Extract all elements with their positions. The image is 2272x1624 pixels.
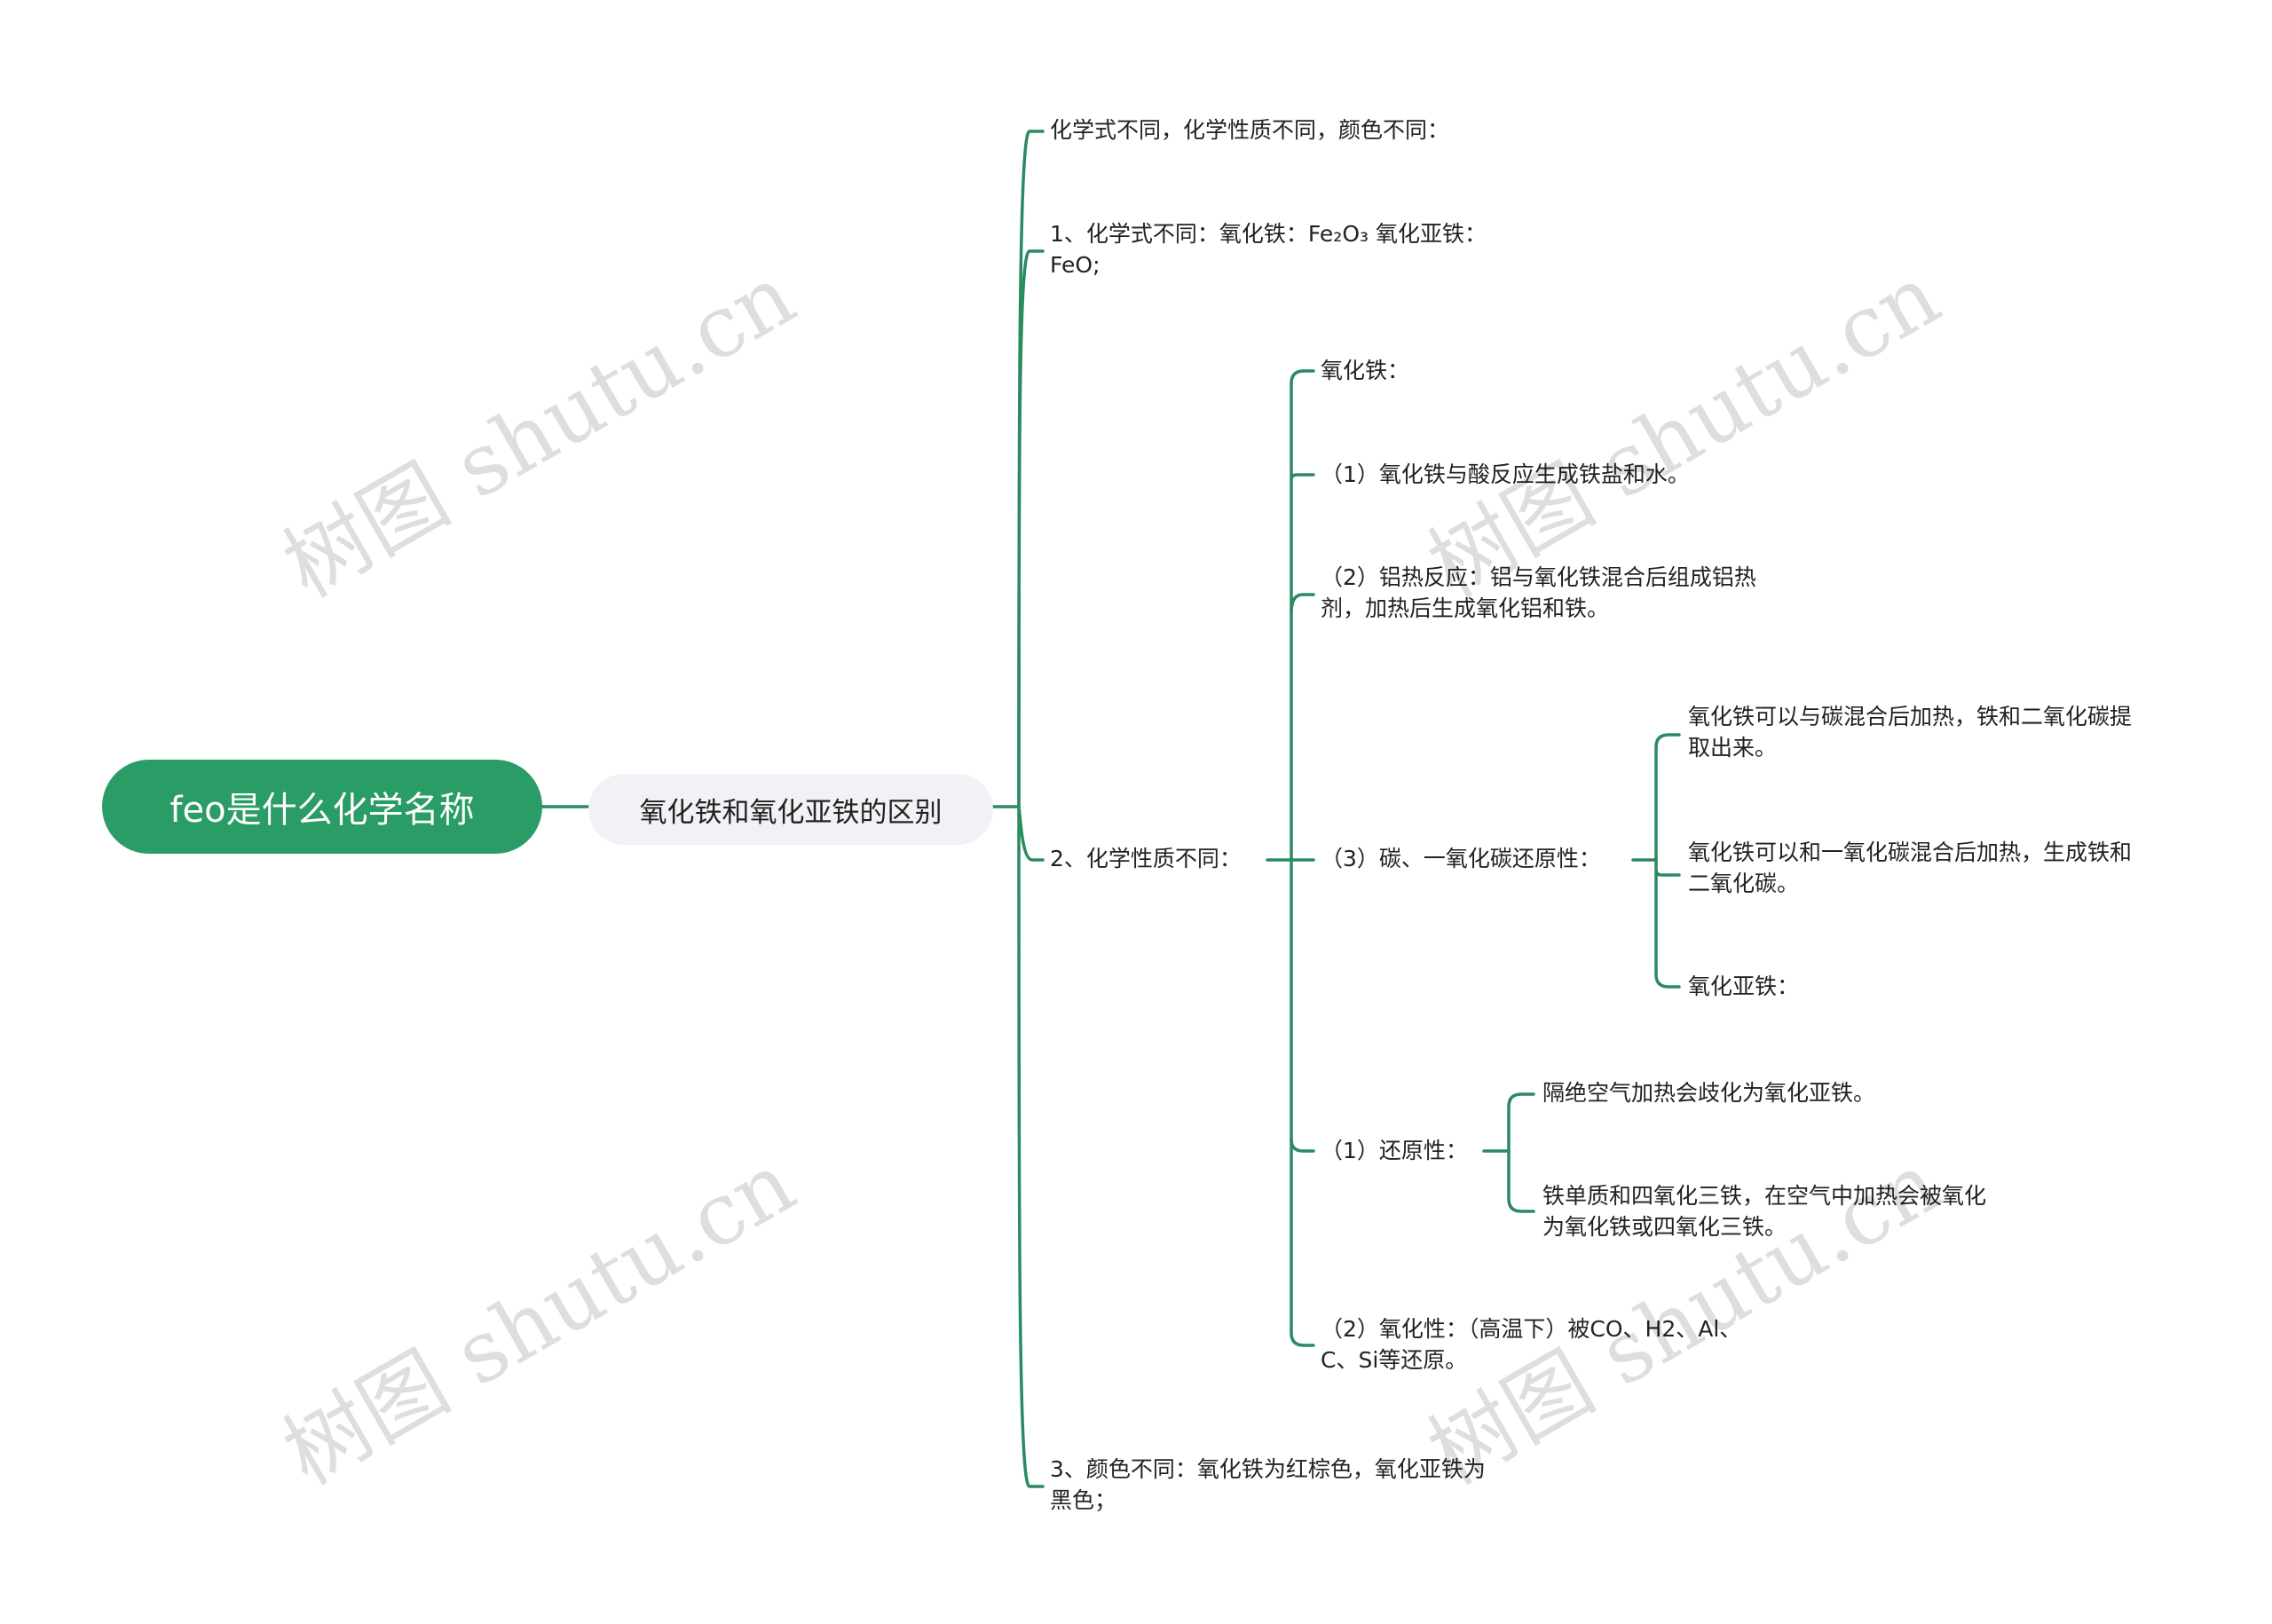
node-carbon-b-line1: 氧化铁可以和一氧化碳混合后加热，生成铁和 — [1688, 840, 2133, 865]
node-reducing[interactable]: （1）还原性： — [1321, 1138, 1468, 1163]
root-node[interactable]: feo是什么化学名称 — [102, 760, 542, 854]
node-acid[interactable]: （1）氧化铁与酸反应生成铁盐和水。 — [1321, 461, 1690, 487]
link-oxidizing — [1290, 858, 1315, 1347]
node-carbon-a-line2: 取出来。 — [1688, 735, 1778, 761]
node-carbon-b[interactable]: 氧化铁可以和一氧化碳混合后加热，生成铁和 二氧化碳。 — [1688, 837, 2132, 899]
node-carbon[interactable]: （3）碳、一氧化碳还原性： — [1321, 846, 1601, 871]
node-thermite-line1: （2）铝热反应：铝与氧化铁混合后组成铝热 — [1321, 564, 1756, 590]
node-formula-line1: 1、化学式不同：氧化铁：Fe₂O₃ 氧化亚铁： — [1050, 221, 1487, 247]
node-thermite-line2: 剂，加热后生成氧化铝和铁。 — [1321, 595, 1610, 621]
node-oxidizing-line1: （2）氧化性：（高温下）被CO、H2、Al、 — [1321, 1316, 1742, 1342]
link-thermite — [1290, 593, 1315, 614]
node-thermite[interactable]: （2）铝热反应：铝与氧化铁混合后组成铝热 剂，加热后生成氧化铝和铁。 — [1321, 562, 1756, 624]
node-intro[interactable]: 化学式不同，化学性质不同，颜色不同： — [1050, 117, 1450, 143]
node-reducing-b-line2: 为氧化铁或四氧化三铁。 — [1542, 1214, 1787, 1240]
node-ferric[interactable]: 氧化铁： — [1321, 358, 1410, 383]
branch-node[interactable]: 氧化铁和氧化亚铁的区别 — [588, 774, 993, 845]
link-reducing — [1290, 1138, 1315, 1153]
node-oxidizing[interactable]: （2）氧化性：（高温下）被CO、H2、Al、 C、Si等还原。 — [1321, 1313, 1741, 1376]
link-acid — [1290, 473, 1315, 481]
link-formula — [1017, 249, 1045, 808]
link-color — [1017, 805, 1045, 1488]
node-chem[interactable]: 2、化学性质不同： — [1050, 846, 1242, 871]
link-carbon-b — [1654, 868, 1681, 877]
node-formula-line2: FeO; — [1050, 252, 1100, 278]
node-reducing-b[interactable]: 铁单质和四氧化三铁，在空气中加热会被氧化 为氧化铁或四氧化三铁。 — [1542, 1180, 1986, 1242]
link-intro — [1017, 130, 1045, 808]
link-reducing-b — [1507, 1149, 1535, 1213]
link-chem — [1017, 805, 1045, 862]
node-oxidizing-line2: C、Si等还原。 — [1321, 1347, 1468, 1373]
node-color-line2: 黑色； — [1050, 1487, 1117, 1513]
link-reducing-a — [1507, 1092, 1535, 1153]
node-reducing-b-line1: 铁单质和四氧化三铁，在空气中加热会被氧化 — [1542, 1183, 1987, 1209]
node-carbon-b-line2: 二氧化碳。 — [1688, 871, 1800, 896]
node-reducing-a[interactable]: 隔绝空气加热会歧化为氧化亚铁。 — [1542, 1080, 1876, 1106]
node-carbon-a[interactable]: 氧化铁可以与碳混合后加热，铁和二氧化碳提 取出来。 — [1688, 701, 2132, 763]
node-formula[interactable]: 1、化学式不同：氧化铁：Fe₂O₃ 氧化亚铁： FeO; — [1050, 218, 1487, 280]
link-ferrous — [1654, 858, 1681, 989]
node-color-line1: 3、颜色不同：氧化铁为红棕色，氧化亚铁为 — [1050, 1456, 1486, 1482]
link-ferric — [1290, 369, 1315, 862]
node-carbon-a-line1: 氧化铁可以与碳混合后加热，铁和二氧化碳提 — [1688, 704, 2133, 729]
link-carbon-a — [1654, 733, 1681, 862]
node-color[interactable]: 3、颜色不同：氧化铁为红棕色，氧化亚铁为 黑色； — [1050, 1454, 1486, 1516]
node-ferrous[interactable]: 氧化亚铁： — [1688, 974, 1800, 999]
